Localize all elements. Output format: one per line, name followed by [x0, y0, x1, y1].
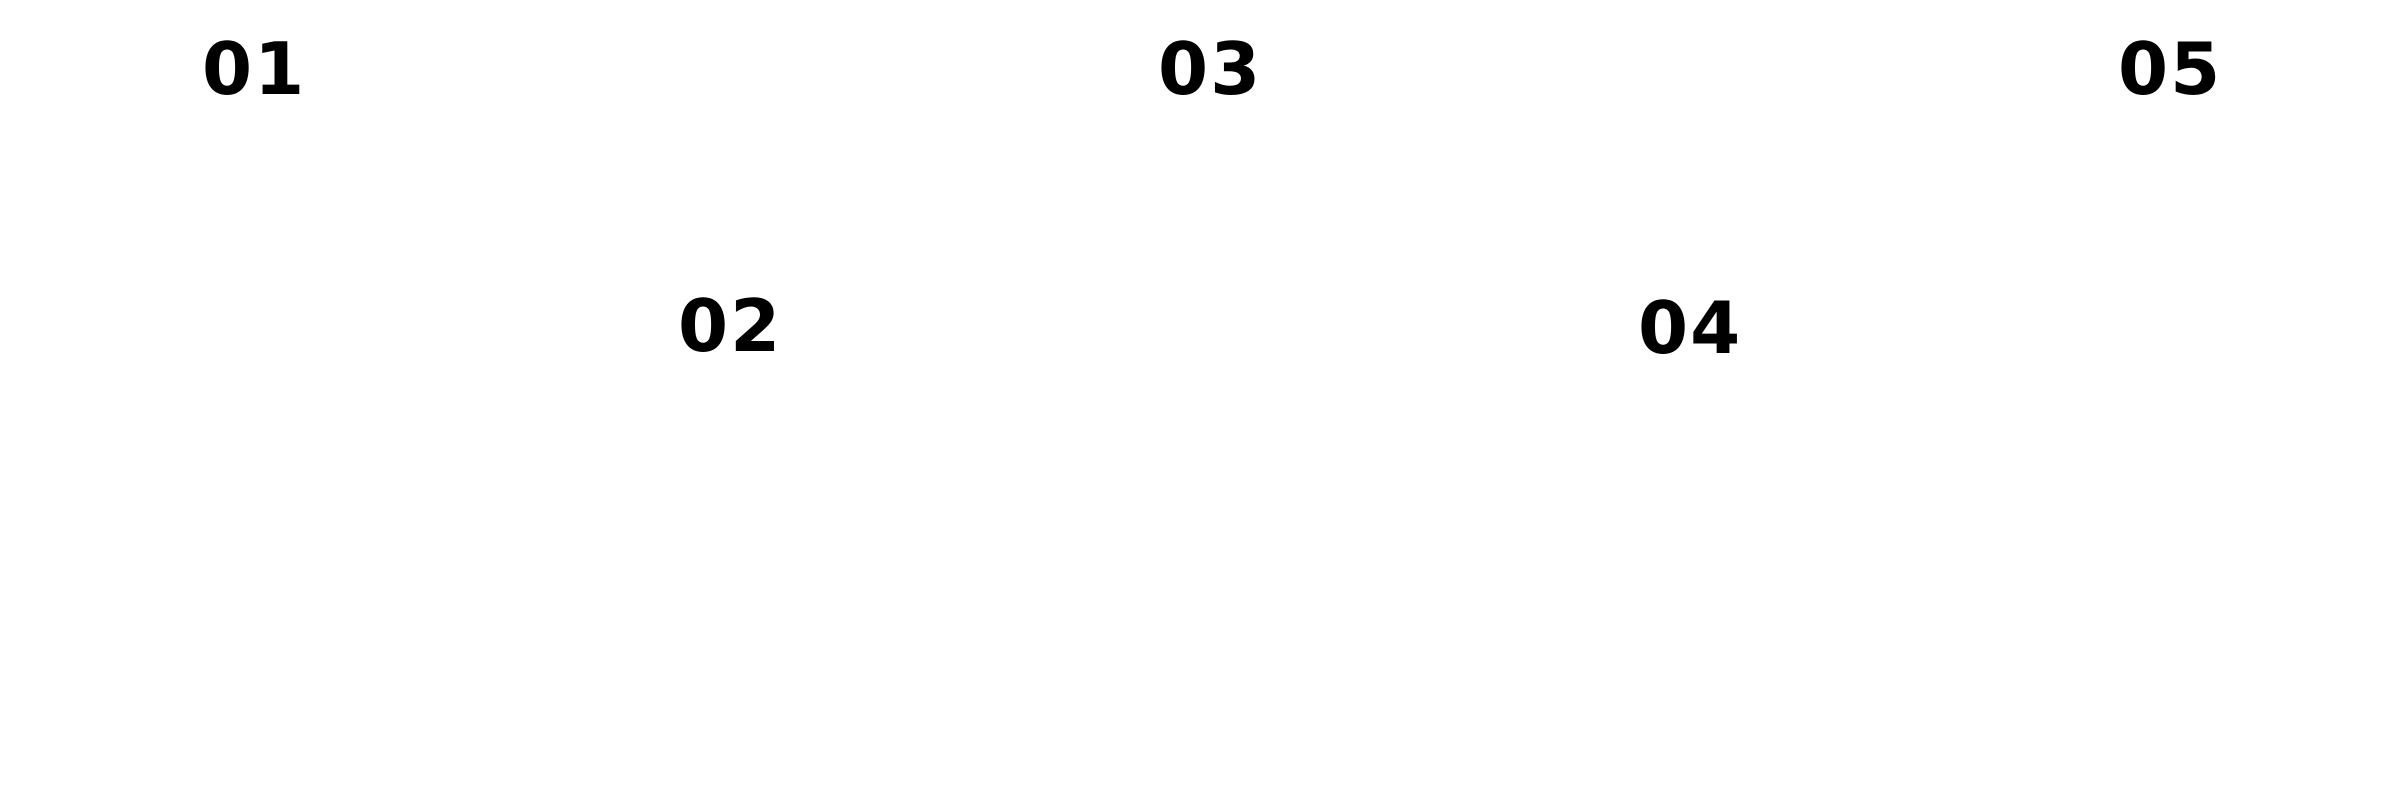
step-number-02: 02: [678, 284, 783, 368]
step-number-03: 03: [1158, 27, 1263, 111]
step-number-01: 01: [202, 27, 307, 111]
step-number-04: 04: [1638, 286, 1743, 370]
step-number-05: 05: [2118, 27, 2223, 111]
